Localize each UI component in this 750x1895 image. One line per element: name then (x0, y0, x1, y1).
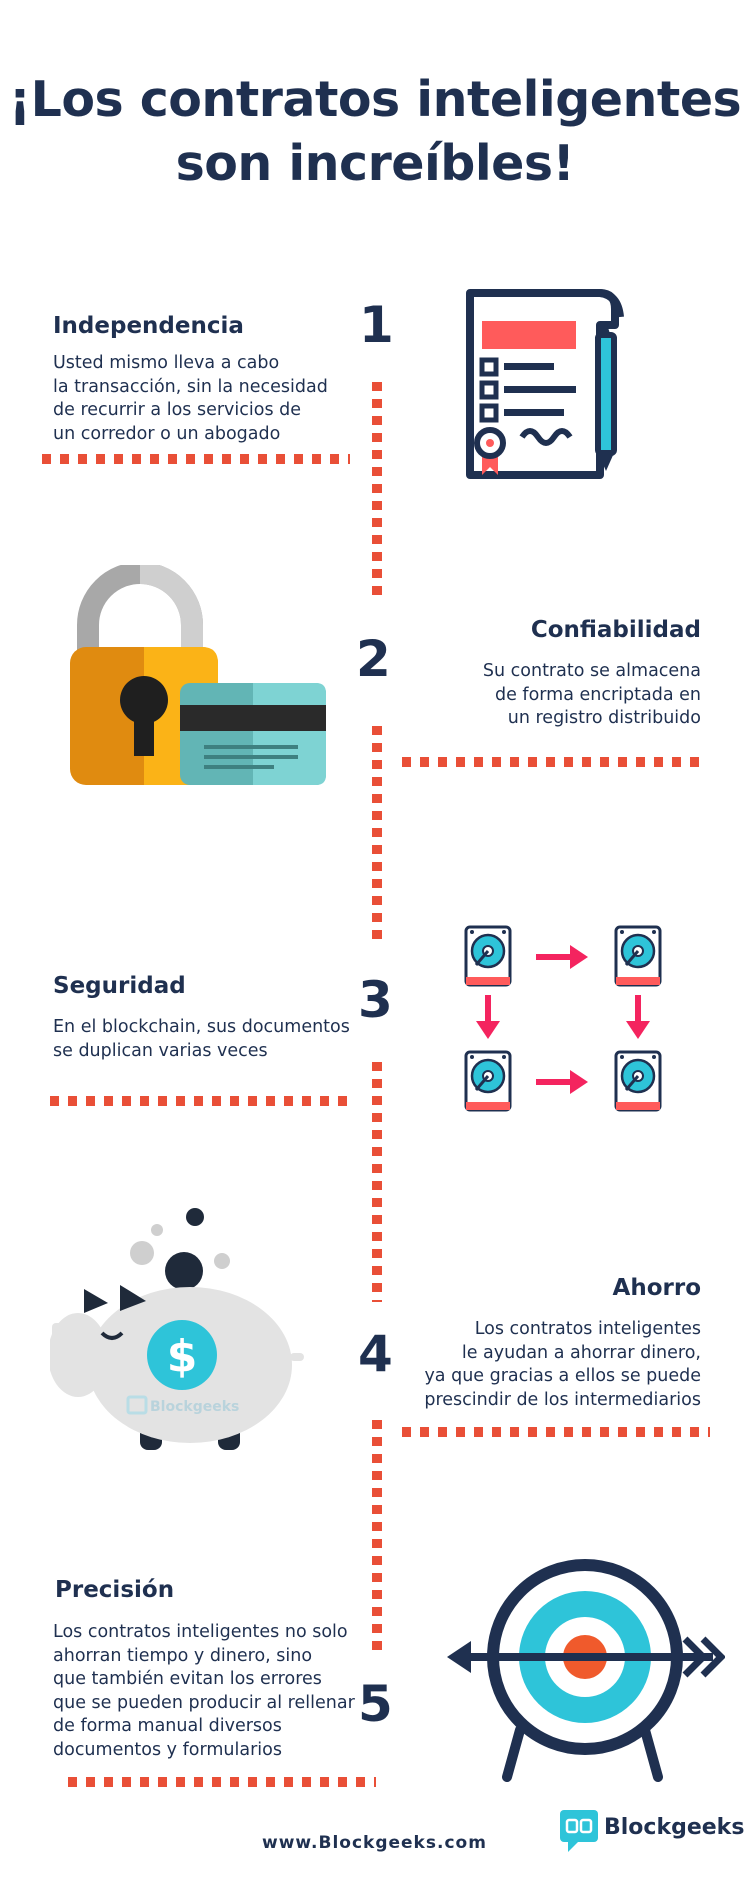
text-line: documentos y formularios (53, 1739, 282, 1760)
section-4-number: 4 (358, 1325, 393, 1383)
section-3-heading: Seguridad (53, 973, 186, 999)
timeline-segment (372, 382, 382, 597)
section-2-number: 2 (356, 630, 391, 688)
section-3-number: 3 (358, 971, 393, 1029)
section-4-text: Los contratos inteligentes le ayudan a a… (424, 1318, 701, 1412)
section-divider (50, 1096, 356, 1106)
text-line: un registro distribuido (507, 708, 701, 728)
section-1-number: 1 (359, 296, 394, 354)
text-line: ya que gracias a ellos se puede (424, 1366, 701, 1386)
section-4-heading: Ahorro (612, 1275, 701, 1301)
page-title: ¡Los contratos inteligentes son increíbl… (0, 68, 750, 196)
text-line: de forma manual diversos (53, 1716, 282, 1736)
section-5-text: Los contratos inteligentes no solo ahorr… (53, 1621, 355, 1762)
text-line: Los contratos inteligentes (474, 1319, 701, 1339)
section-divider (68, 1777, 376, 1787)
timeline-segment (372, 1062, 382, 1302)
text-line: que también evitan los errores (53, 1669, 322, 1689)
text-line: En el blockchain, sus documentos (53, 1017, 350, 1037)
section-5-heading: Precisión (55, 1577, 175, 1603)
section-2-text: Su contrato se almacena de forma encript… (483, 660, 701, 731)
text-line: Los contratos inteligentes no solo (53, 1622, 348, 1642)
footer-url[interactable]: www.Blockgeeks.com (262, 1833, 487, 1853)
text-line: un corredor o un abogado (53, 423, 281, 444)
text-line: que se pueden producir al rellenar (53, 1692, 355, 1713)
text-line: Su contrato se almacena (482, 661, 701, 681)
section-divider (402, 1427, 710, 1437)
text-line: prescindir de los intermediarios (424, 1389, 701, 1410)
text-line: de recurrir a los servicios de (53, 400, 302, 420)
text-line: ahorran tiempo y dinero, sino (53, 1645, 313, 1666)
text-line: de forma encriptada en (494, 684, 701, 705)
contract-document-icon (466, 289, 624, 479)
section-1-text: Usted mismo lleva a cabo la transacción,… (53, 352, 328, 446)
section-3-text: En el blockchain, sus documentos se dupl… (53, 1016, 350, 1063)
hard-drive-replication-icon (464, 925, 662, 1112)
piggy-bank-icon: $ Blockgeeks (50, 1208, 304, 1450)
blockgeeks-logo-icon (560, 1810, 598, 1852)
timeline-segment (372, 1420, 382, 1652)
title-line-2: son increíbles! (175, 135, 575, 192)
section-divider (402, 757, 708, 767)
footer-brand: Blockgeeks (604, 1815, 745, 1840)
text-line: se duplican varias veces (53, 1040, 268, 1061)
target-arrow-icon (447, 1559, 725, 1782)
padlock-card-icon (70, 565, 326, 785)
text-line: Usted mismo lleva a cabo (53, 353, 280, 373)
section-2-heading: Confiabilidad (530, 617, 701, 643)
section-5-number: 5 (358, 1675, 393, 1733)
text-line: le ayudan a ahorrar dinero, (461, 1342, 701, 1363)
title-line-1: ¡Los contratos inteligentes (8, 71, 742, 128)
text-line: la transacción, sin la necesidad (53, 376, 328, 397)
svg-text:$: $ (167, 1331, 198, 1382)
timeline-segment (372, 726, 382, 940)
section-divider (42, 454, 350, 464)
piggy-watermark: Blockgeeks (150, 1399, 239, 1415)
section-1-heading: Independencia (53, 313, 244, 339)
